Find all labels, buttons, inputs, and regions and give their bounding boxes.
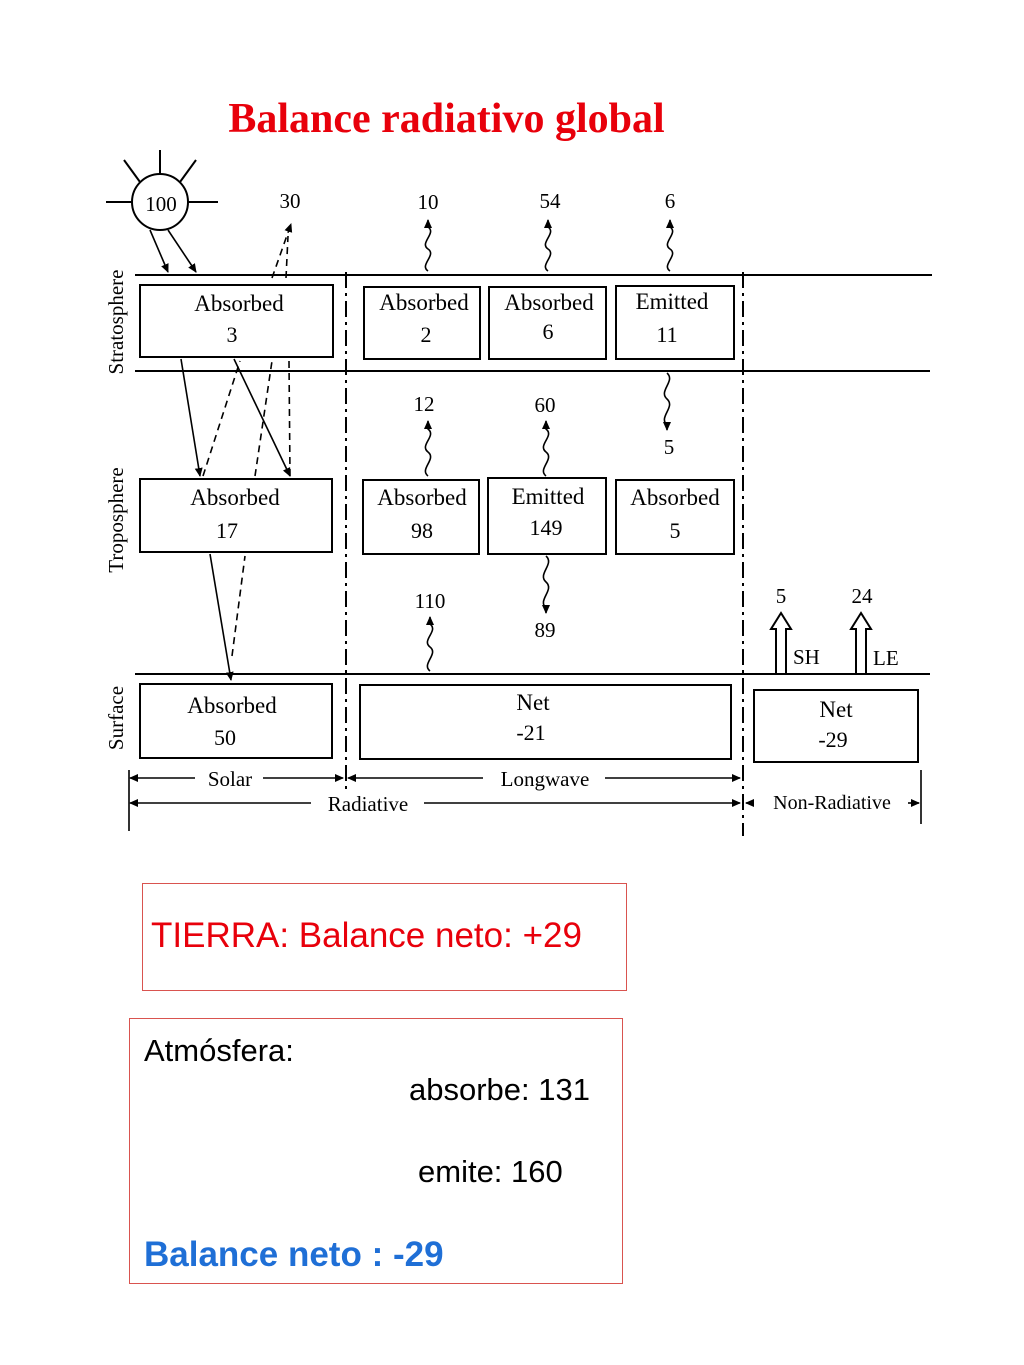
le-value: 24 (852, 584, 874, 608)
box-lw-trop-3-label: Absorbed (630, 485, 720, 510)
surf-up-value: 110 (415, 589, 446, 613)
layer-label-stratosphere: Stratosphere (104, 270, 128, 375)
box-lw-strat-2-value: 6 (543, 319, 554, 344)
radiation-balance-diagram: 100 30 Stratosphere Troposphere Surface … (104, 150, 932, 836)
lw-top-1-value: 10 (418, 190, 439, 214)
trop-up-2-value: 60 (535, 393, 556, 417)
box-nonrad-surf-label: Net (819, 697, 853, 722)
box-lw-strat-1-label: Absorbed (379, 290, 469, 315)
atmosphere-emits: emite: 160 (418, 1154, 563, 1189)
earth-summary-text: TIERRA: Balance neto: +29 (151, 916, 582, 955)
box-lw-surf-label: Net (516, 690, 550, 715)
sh-label: SH (793, 645, 820, 669)
trop-up-1-value: 12 (414, 392, 435, 416)
box-lw-strat-1-value: 2 (421, 322, 432, 347)
le-arrow-icon (849, 611, 873, 675)
box-solar-surf-value: 50 (214, 725, 236, 750)
strat-down-value: 5 (664, 435, 675, 459)
box-nonrad-surf-value: -29 (818, 727, 847, 752)
box-solar-strat-value: 3 (227, 322, 238, 347)
box-lw-surf-value: -21 (516, 720, 545, 745)
box-solar-strat-label: Absorbed (194, 291, 284, 316)
box-lw-trop-3-value: 5 (670, 518, 681, 543)
dim-label-longwave: Longwave (501, 767, 590, 791)
atmosphere-net-balance: Balance neto : -29 (144, 1235, 444, 1274)
box-solar-surf-label: Absorbed (187, 693, 277, 718)
reflected-value: 30 (280, 189, 301, 213)
lw-top-3-value: 6 (665, 189, 676, 213)
sun-value: 100 (145, 192, 177, 216)
dim-label-solar: Solar (208, 767, 252, 791)
page-title: Balance radiativo global (228, 96, 665, 142)
earth-summary-box: TIERRA: Balance neto: +29 (142, 883, 627, 991)
box-solar-trop-label: Absorbed (190, 485, 280, 510)
box-lw-strat-2-label: Absorbed (504, 290, 594, 315)
sh-arrow-icon (769, 611, 793, 675)
box-lw-trop-2-value: 149 (530, 515, 563, 540)
box-lw-strat-3-value: 11 (656, 322, 677, 347)
layer-label-troposphere: Troposphere (104, 467, 128, 572)
trop-down-value: 89 (535, 618, 556, 642)
atmosphere-summary-box: Atmósfera: absorbe: 131 emite: 160 Balan… (129, 1018, 623, 1284)
sh-value: 5 (776, 584, 787, 608)
atmosphere-absorbs: absorbe: 131 (409, 1072, 590, 1107)
le-label: LE (873, 646, 899, 670)
box-lw-strat-3-label: Emitted (636, 289, 709, 314)
lw-top-2-value: 54 (540, 189, 562, 213)
box-lw-trop-1-label: Absorbed (377, 485, 467, 510)
dim-label-radiative: Radiative (328, 792, 408, 816)
box-solar-trop-value: 17 (216, 518, 238, 543)
box-lw-trop-2-label: Emitted (512, 484, 585, 509)
layer-label-surface: Surface (104, 686, 128, 750)
atmosphere-label: Atmósfera: (144, 1033, 294, 1068)
sun-icon (106, 150, 218, 231)
dim-label-non-radiative: Non-Radiative (773, 792, 891, 814)
box-lw-trop-1-value: 98 (411, 518, 433, 543)
